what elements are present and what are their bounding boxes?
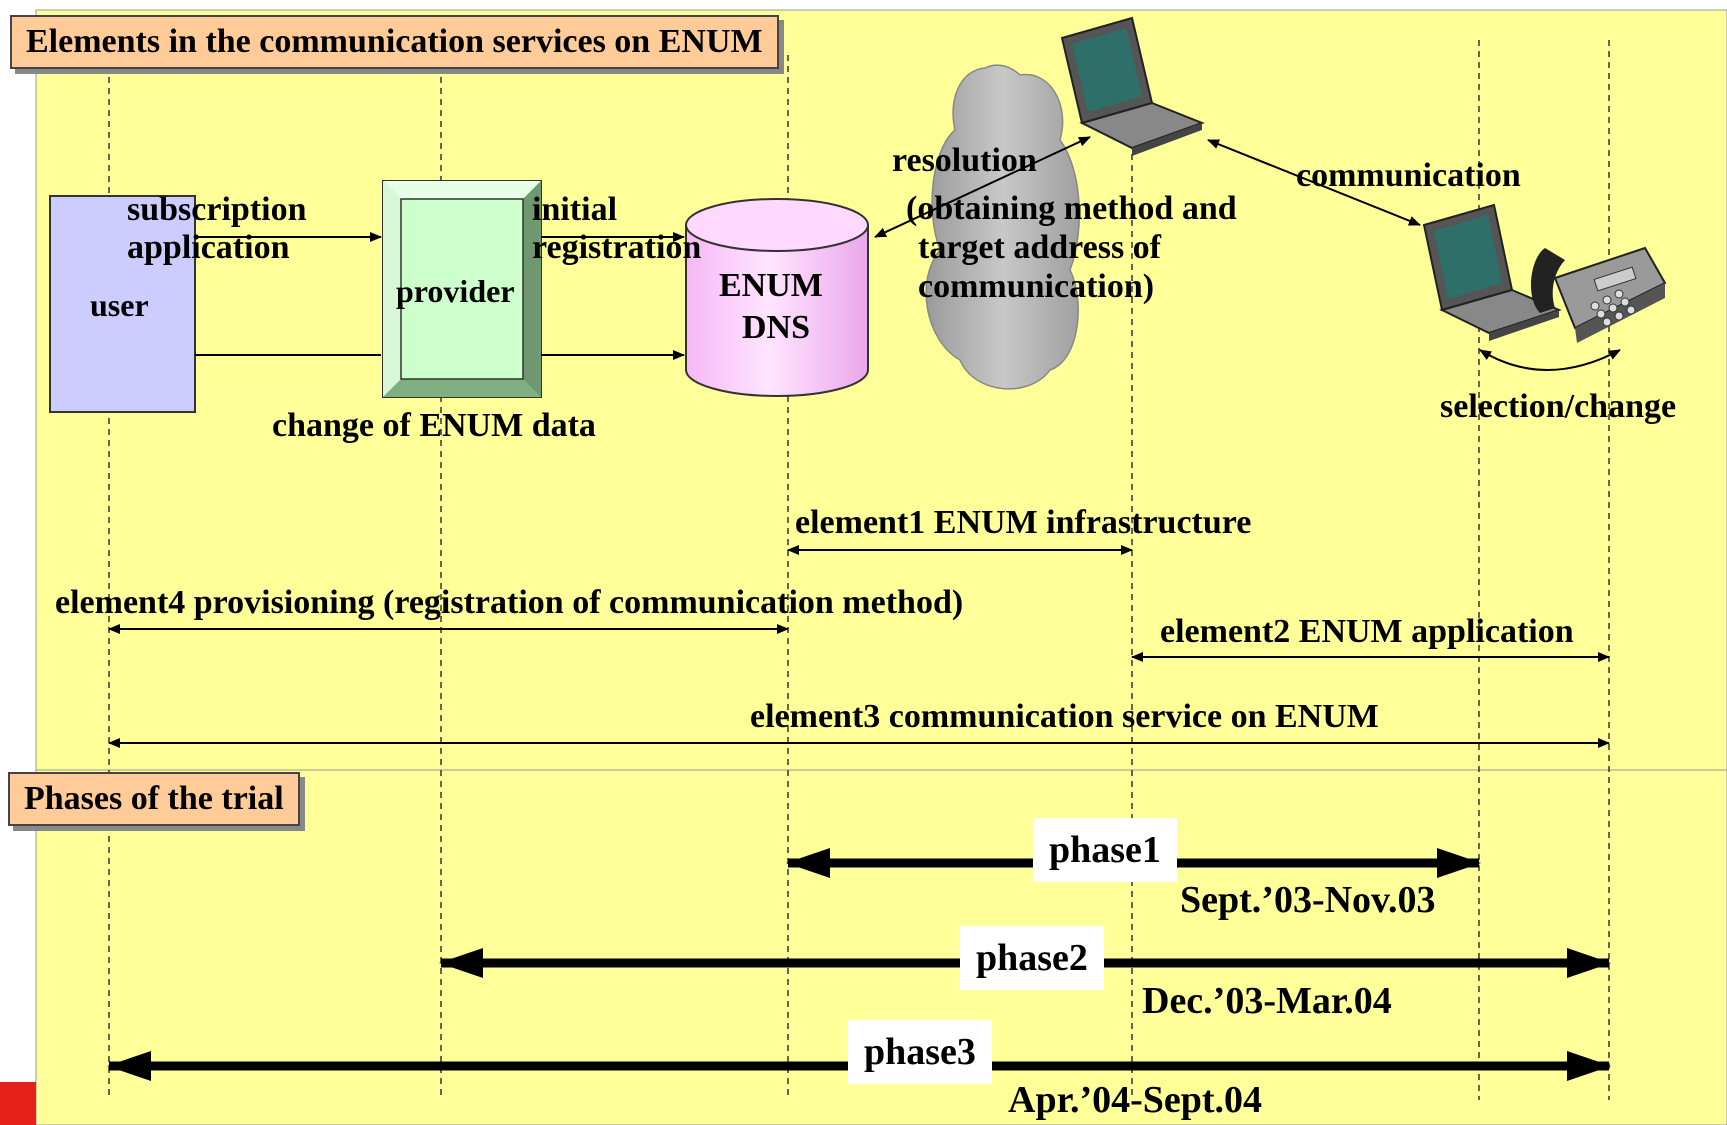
element4-label: element4 provisioning (registration of c… [55, 584, 964, 621]
selection-label: selection/change [1440, 388, 1677, 425]
selection-arrow [1479, 349, 1621, 371]
subscription-label-line2: application [127, 229, 290, 266]
subscription-label-line1: subscription [127, 191, 307, 228]
user-box [49, 195, 196, 413]
element-ranges [108, 545, 1610, 748]
flow-arrows [195, 136, 1621, 371]
phase3-label: phase3 [848, 1020, 992, 1084]
enum-dns-label-line1: ENUM [719, 267, 823, 304]
resolution-label-line4: communication) [918, 268, 1155, 305]
change-label: change of ENUM data [272, 407, 596, 444]
phase3-period: Apr.’04-Sept.04 [1008, 1079, 1263, 1121]
telephone-icon [1530, 246, 1667, 343]
lifelines [108, 40, 1610, 1100]
element1-label: element1 ENUM infrastructure [795, 504, 1252, 541]
resolution-label-line2: (obtaining method and [906, 190, 1237, 227]
initial-label-line1: initial [532, 191, 618, 228]
resolution-label-line1: resolution [892, 142, 1037, 179]
resolution-label-line3: target address of [918, 229, 1161, 266]
phase1-label: phase1 [1033, 818, 1177, 882]
phases-section-title: Phases of the trial [8, 772, 300, 826]
red-accent-block [0, 1082, 36, 1125]
communication-label: communication [1296, 157, 1521, 194]
phase2-period: Dec.’03-Mar.04 [1142, 980, 1392, 1022]
laptop-icon-terminal [1422, 203, 1562, 341]
phase2-label: phase2 [960, 926, 1104, 990]
provider-box [382, 180, 542, 398]
enum-dns-label-line2: DNS [742, 309, 811, 346]
initial-label-line2: registration [532, 229, 702, 266]
elements-section-title: Elements in the communication services o… [10, 15, 779, 69]
enum-dns-cylinder [685, 198, 869, 397]
resolution-arrow [874, 136, 1091, 238]
element2-label: element2 ENUM application [1160, 613, 1574, 650]
provider-label: provider [396, 273, 515, 309]
phase1-period: Sept.’03-Nov.03 [1180, 879, 1436, 921]
user-label: user [90, 287, 149, 323]
element3-label: element3 communication service on ENUM [750, 698, 1379, 735]
laptop-icon [1060, 16, 1205, 156]
communication-arrow [1207, 139, 1421, 226]
